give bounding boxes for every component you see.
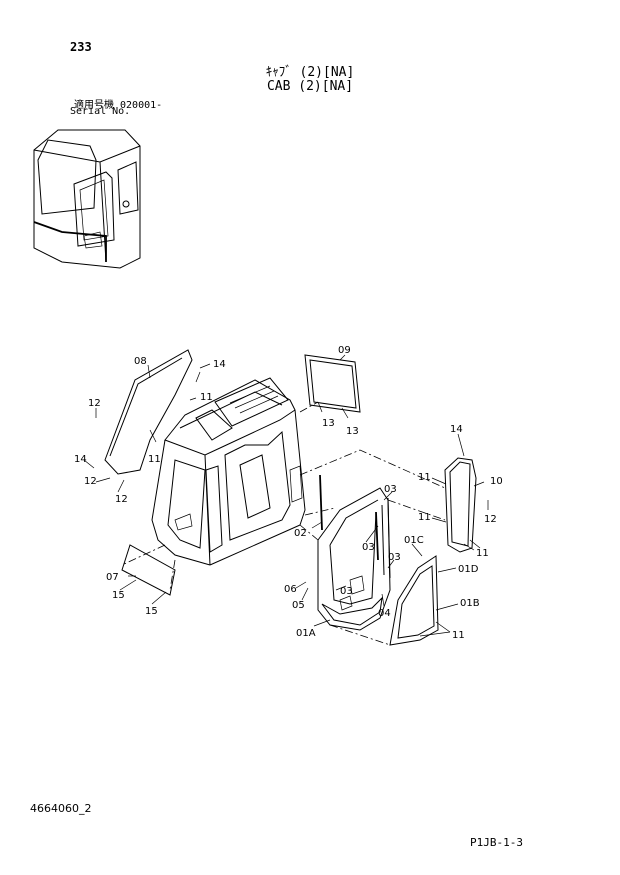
callout-01b: 01B — [460, 598, 480, 609]
callout-11: 11 — [418, 512, 431, 523]
callout-03: 03 — [388, 552, 401, 563]
callout-11: 11 — [148, 454, 161, 465]
callout-01a: 01A — [296, 628, 316, 639]
glass-10 — [444, 457, 477, 553]
callout-12: 12 — [84, 476, 97, 487]
cab-thumbnail — [33, 129, 141, 269]
callout-11: 11 — [200, 392, 213, 403]
callout-10: 10 — [490, 476, 503, 487]
door-glass-01b — [389, 555, 439, 646]
door-01a — [317, 487, 391, 631]
callout-15: 15 — [112, 590, 125, 601]
page-title-japanese: ｷｬﾌﾞ (2)[NA] — [265, 65, 355, 80]
callout-01c: 01C — [404, 535, 424, 546]
serial-label-english: Serial No. — [70, 106, 131, 117]
callout-01d: 01D — [458, 564, 479, 575]
page-number: 233 — [70, 40, 92, 54]
callout-14: 14 — [213, 359, 226, 370]
leader-lines — [83, 354, 489, 637]
document-id: 4664060_2 — [30, 802, 92, 815]
callout-12: 12 — [115, 494, 128, 505]
callout-12: 12 — [88, 398, 101, 409]
callout-04: 04 — [378, 608, 391, 619]
callout-13: 13 — [346, 426, 359, 437]
callout-07: 07 — [106, 572, 119, 583]
callout-14: 14 — [450, 424, 463, 435]
callout-09: 09 — [338, 345, 351, 356]
callout-03: 03 — [340, 586, 353, 597]
callout-13: 13 — [322, 418, 335, 429]
callout-08: 08 — [134, 356, 147, 367]
serial-label-japanese: 適用号機 020001- — [74, 100, 163, 111]
page-code: P1JB-1-3 — [470, 836, 523, 849]
callout-05: 05 — [292, 600, 305, 611]
callout-06: 06 — [284, 584, 297, 595]
page-title-english: CAB (2)[NA] — [266, 79, 354, 94]
callout-14: 14 — [74, 454, 87, 465]
assembly-lines — [121, 401, 446, 646]
trim-strips — [319, 474, 391, 579]
cab-frame — [151, 377, 306, 566]
callout-11: 11 — [476, 548, 489, 559]
callout-11: 11 — [418, 472, 431, 483]
callout-15: 15 — [145, 606, 158, 617]
glass-09 — [304, 354, 361, 413]
callout-12: 12 — [484, 514, 497, 525]
callout-11: 11 — [452, 630, 465, 641]
lower-panel-07 — [121, 544, 176, 596]
callout-02: 02 — [294, 528, 307, 539]
callout-03: 03 — [362, 542, 375, 553]
glass-08 — [104, 349, 193, 475]
callout-labels: 08 14 12 11 11 14 12 12 09 13 13 14 11 1… — [74, 345, 503, 641]
callout-03: 03 — [384, 484, 397, 495]
